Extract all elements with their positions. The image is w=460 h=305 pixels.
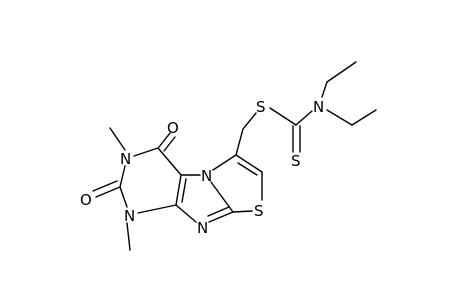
bond-slink-cthio <box>269 107 297 126</box>
bond-c5-c6 <box>235 154 263 173</box>
atom-n-amine: N <box>313 98 324 116</box>
atom-o-top: O <box>167 119 179 137</box>
bond-c8a-nbridge <box>210 181 234 213</box>
bond-c7a-c4a <box>175 174 182 206</box>
atom-n-bottom: N <box>197 219 208 237</box>
atom-n3: N <box>120 150 131 168</box>
bond-c4a-c4 <box>157 147 182 176</box>
bond-ch2-slink <box>242 112 257 130</box>
bond-nbridge-c5 <box>212 154 237 171</box>
bond-namine-ethyl1-a <box>321 81 328 98</box>
bond-namine-ethyl2-a <box>326 109 353 126</box>
bond-cthio-namine <box>295 110 313 126</box>
bond-n1-c7a <box>137 204 177 214</box>
atom-s-ring: S <box>254 202 264 220</box>
atom-n1: N <box>124 207 135 225</box>
atom-labels: O N O N N N S S N S <box>80 98 324 237</box>
bond-c4-o <box>158 132 171 148</box>
bond-ethyl1-b <box>326 61 357 83</box>
bond-nbottom-c8a <box>208 211 234 223</box>
bond-c7a-c4a-double <box>181 178 187 203</box>
atom-s-thione: S <box>291 152 301 170</box>
bond-n3-methyl <box>109 127 126 151</box>
bond-c5-c6-double <box>237 162 258 176</box>
bonds <box>92 61 377 251</box>
bond-c4-n3 <box>133 147 159 157</box>
atom-n-bridge: N <box>201 167 212 185</box>
bond-n3-c2 <box>119 165 126 188</box>
bond-c7a-nbottom <box>175 204 197 223</box>
bond-c8a-sring <box>232 210 253 213</box>
bond-c4-o-double <box>163 136 176 152</box>
bond-c2-o-double <box>92 180 118 192</box>
bond-nbottom-c8a-double <box>207 206 230 217</box>
bond-c2-o <box>95 186 121 198</box>
bond-ethyl2-b <box>351 109 377 126</box>
atom-s-link: S <box>256 98 266 116</box>
bond-c5-ch2 <box>235 128 244 156</box>
atom-o-left: O <box>80 191 92 209</box>
bond-n1-methyl <box>126 222 131 251</box>
bond-c2-n1 <box>119 186 128 208</box>
